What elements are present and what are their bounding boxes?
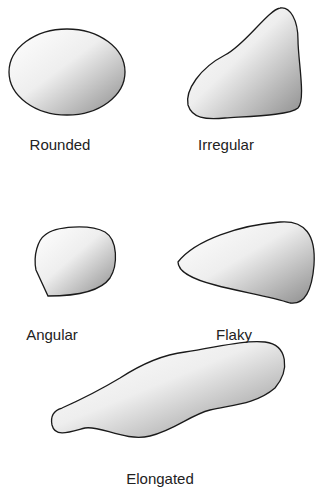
shape-label: Flaky bbox=[216, 326, 252, 344]
shape-label: Elongated bbox=[126, 470, 194, 488]
elongated-shape bbox=[52, 342, 285, 438]
rounded-shape bbox=[9, 29, 125, 115]
irregular-shape bbox=[188, 8, 302, 119]
shape-label: Angular bbox=[26, 326, 78, 344]
angular-shape bbox=[35, 227, 115, 296]
flaky-shape bbox=[178, 222, 314, 303]
shape-label: Rounded bbox=[30, 136, 91, 154]
shape-label: Irregular bbox=[198, 136, 254, 154]
